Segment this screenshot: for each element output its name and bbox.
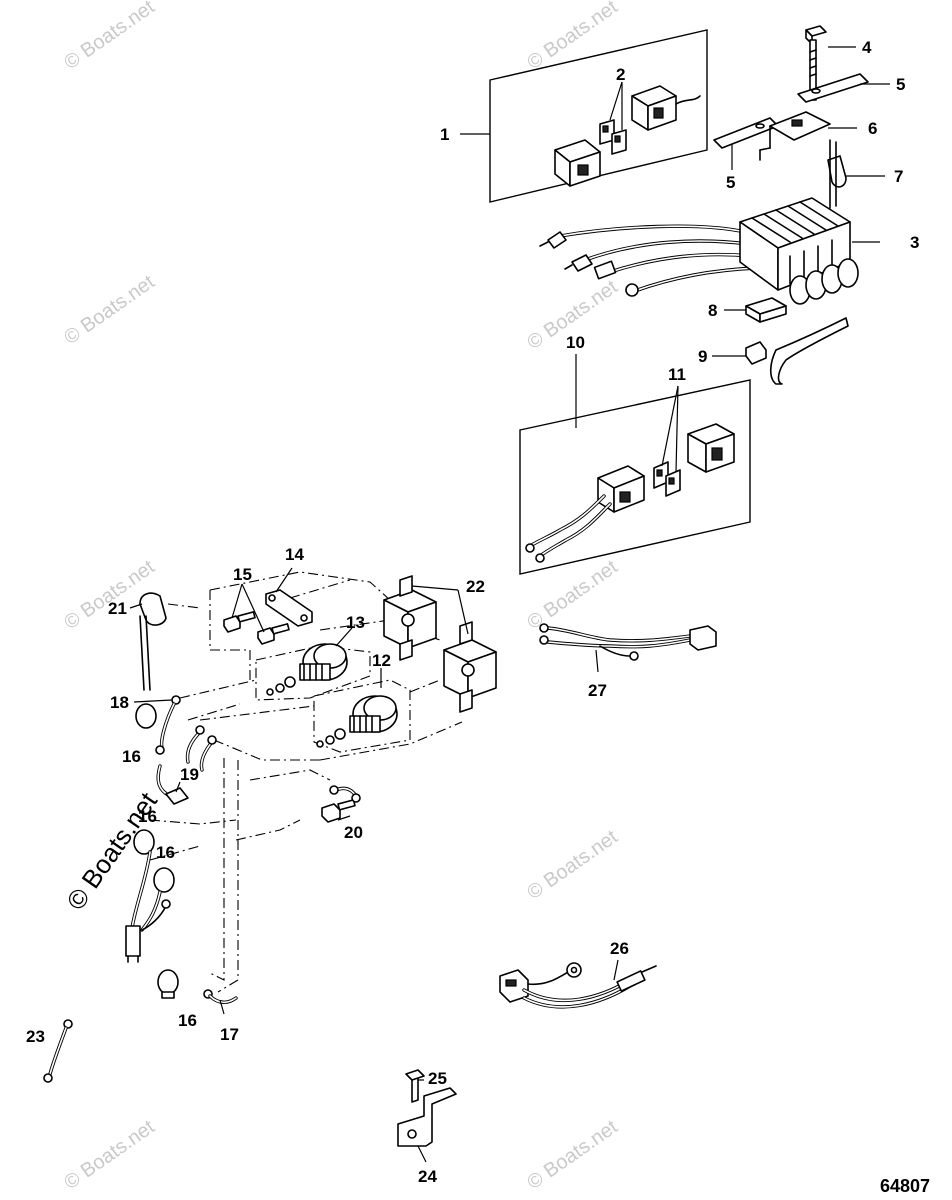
callout-16-mid-a: 16	[138, 807, 157, 826]
relay-kit-box	[489, 29, 708, 203]
callout-16-mid-b: 16	[156, 843, 175, 862]
callout-6: 6	[868, 119, 877, 138]
callout-12: 12	[372, 651, 391, 670]
relay-kit-box-2	[519, 379, 751, 575]
callout-2: 2	[616, 65, 625, 84]
callout-18: 18	[110, 693, 129, 712]
plate-5-upper	[797, 73, 869, 103]
switch-bracket-upper	[383, 575, 437, 661]
callouts: 1 2 3 4 5 5 6 7 8 9 10 11 12 13 14 15 16…	[26, 38, 919, 1186]
harness-26	[499, 962, 657, 1009]
lead-17	[203, 989, 238, 1004]
clamp-7	[827, 139, 847, 209]
callout-7: 7	[894, 167, 903, 186]
cap-8	[745, 297, 787, 323]
callout-10: 10	[566, 333, 585, 352]
watermark: © Boats.net	[523, 556, 622, 634]
callout-4: 4	[862, 38, 872, 57]
callout-16-bottom: 16	[178, 1011, 197, 1030]
callout-9: 9	[698, 347, 707, 366]
switch-bracket-lower	[443, 621, 497, 713]
callout-17: 17	[220, 1025, 239, 1044]
drawing-number: 64807	[880, 1176, 930, 1196]
callout-1: 1	[440, 125, 449, 144]
callout-5-upper: 5	[896, 75, 905, 94]
connector-19	[156, 764, 189, 805]
callout-14: 14	[285, 545, 304, 564]
callout-25: 25	[428, 1069, 447, 1088]
watermark: © Boats.net	[523, 826, 622, 904]
callout-5-lower: 5	[726, 173, 735, 192]
voltage-regulator	[539, 197, 859, 305]
leader-lines	[129, 46, 890, 1163]
ignition-switch-13	[266, 643, 348, 696]
watermark: © Boats.net	[60, 0, 159, 74]
screw-20	[321, 785, 361, 823]
relay-clips	[599, 119, 627, 155]
relay-small	[554, 139, 601, 187]
ignition-switch-12	[316, 695, 398, 748]
bracket-6	[759, 111, 831, 161]
callout-13: 13	[346, 613, 365, 632]
callout-16-top: 16	[122, 747, 141, 766]
callout-11: 11	[668, 365, 686, 384]
callout-22: 22	[466, 577, 485, 596]
screws-15	[223, 611, 290, 645]
boot-16-top	[135, 703, 157, 729]
bracket-14	[265, 589, 313, 627]
assembly-dashed-lines	[149, 571, 463, 993]
harness-lower-left	[125, 850, 171, 963]
watermark: © Boats.net	[60, 1116, 159, 1194]
callout-26: 26	[610, 939, 629, 958]
relay-large-2	[687, 423, 735, 473]
lead-pair	[185, 725, 217, 772]
callout-20: 20	[344, 823, 363, 842]
callout-24: 24	[418, 1167, 437, 1186]
relay-with-leads	[525, 465, 645, 563]
lead-23	[43, 1019, 73, 1083]
watermark: © Boats.net	[60, 271, 159, 349]
harness-27	[539, 623, 717, 661]
relay-clips-11	[653, 461, 681, 497]
callout-3: 3	[910, 233, 919, 252]
plate-5-lower	[713, 117, 779, 149]
callout-15: 15	[233, 565, 252, 584]
relay-large	[631, 85, 701, 131]
cable-tie-21	[139, 592, 167, 691]
watermark: © Boats.net	[523, 1116, 622, 1194]
callout-21: 21	[108, 599, 127, 618]
tie-strap-9	[745, 317, 849, 385]
callout-19: 19	[180, 765, 199, 784]
boot-16-mid	[133, 829, 175, 893]
callout-23: 23	[26, 1027, 45, 1046]
callout-27: 27	[588, 681, 607, 700]
boot-16-bottom	[157, 969, 179, 999]
bracket-24	[397, 1069, 457, 1147]
lead-18	[155, 695, 181, 755]
watermark: © Boats.net	[523, 0, 622, 74]
callout-8: 8	[708, 301, 717, 320]
